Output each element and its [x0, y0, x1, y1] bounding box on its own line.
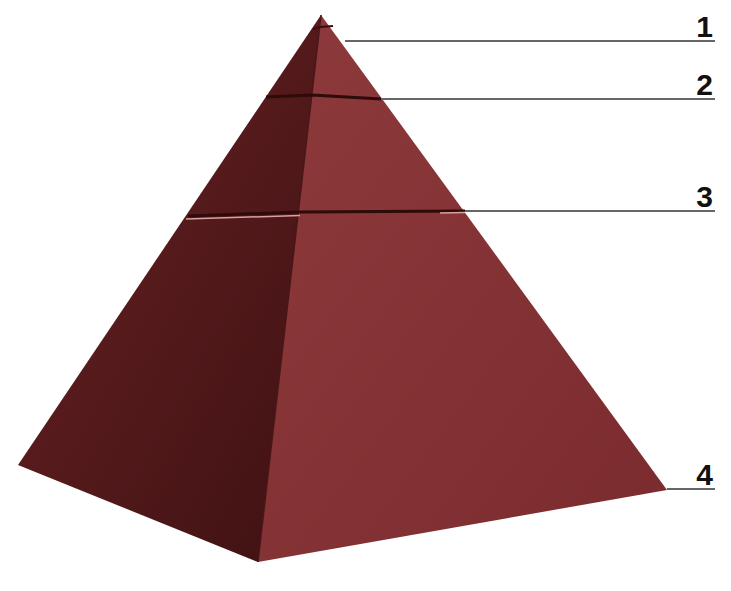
callout-number: 4	[696, 460, 713, 490]
callout-number: 2	[696, 70, 713, 100]
leader-line	[345, 40, 715, 42]
band-line	[266, 95, 381, 99]
leader-line	[381, 98, 715, 100]
callout-number: 3	[696, 182, 713, 212]
band-line	[313, 26, 333, 29]
band-line	[188, 211, 465, 216]
leader-line	[465, 210, 715, 212]
band-highlight	[440, 212, 465, 214]
pyramid-right-face	[258, 15, 667, 562]
callout-number: 1	[696, 12, 713, 42]
band-highlight	[186, 216, 300, 220]
